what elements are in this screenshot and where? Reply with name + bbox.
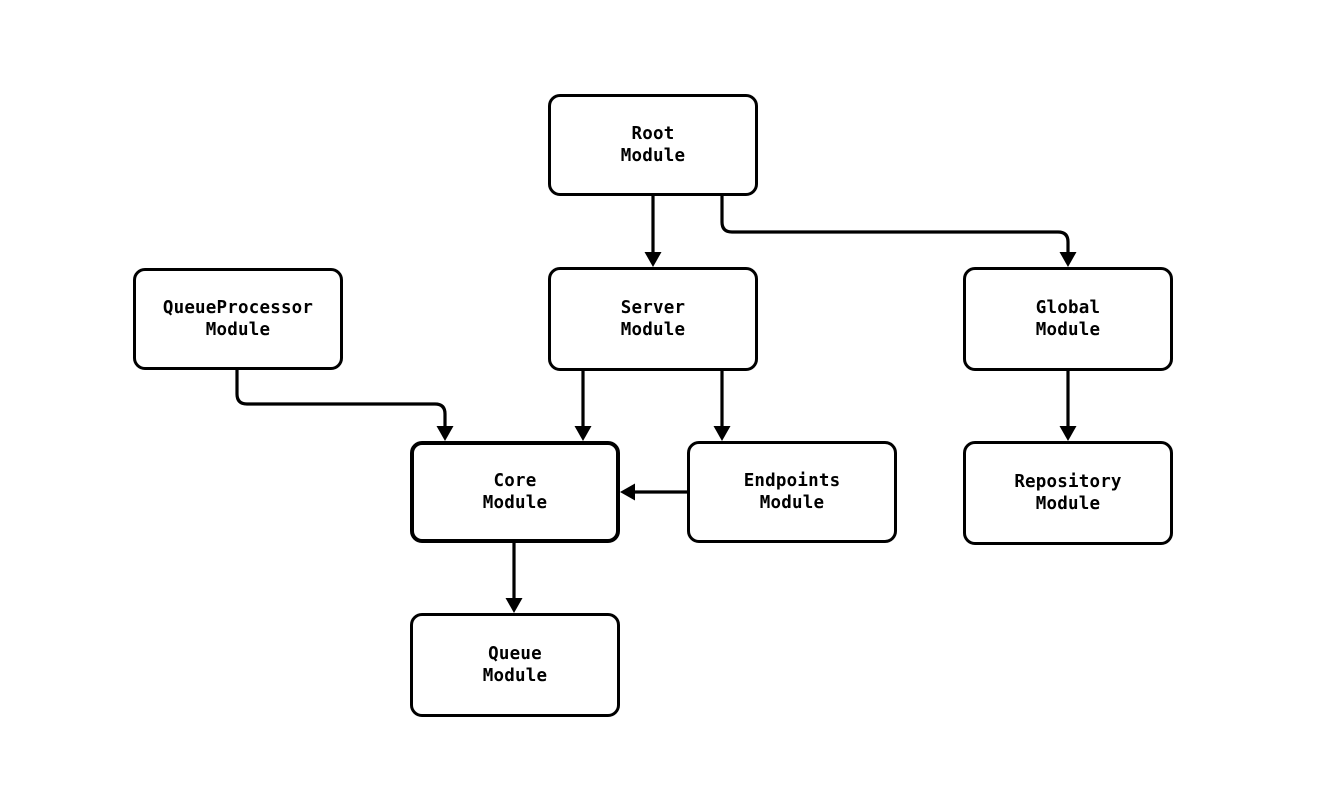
edge-root-to-server — [644, 196, 662, 267]
edge-global-to-repository — [1059, 371, 1077, 441]
edge-queueprocessor-to-core — [235, 370, 454, 441]
node-label-secondary: Module — [620, 320, 686, 340]
edge-endpoints-to-core — [620, 483, 687, 501]
edge-server-to-endpoints — [713, 371, 731, 441]
arrowhead — [620, 483, 635, 501]
node-label-primary: Global — [1035, 298, 1101, 318]
arrowhead — [436, 426, 454, 441]
edge-line — [235, 370, 447, 429]
node-label-primary: Queue — [488, 644, 542, 664]
node-label-secondary: Module — [482, 666, 548, 686]
node-label-secondary: Module — [482, 493, 548, 513]
node-label-primary: Root — [631, 124, 675, 144]
node-label-primary: Core — [493, 471, 537, 491]
arrowhead — [644, 252, 662, 267]
node-label-primary: Repository — [1014, 472, 1122, 492]
arrowhead — [574, 426, 592, 441]
edge-server-to-core — [574, 371, 592, 441]
edge-line — [720, 196, 1070, 255]
edge-core-to-queue — [505, 543, 523, 613]
node-label-secondary: Module — [759, 493, 825, 513]
arrowhead — [1059, 252, 1077, 267]
node-label-secondary: Module — [1035, 494, 1101, 514]
node-label-primary: QueueProcessor — [162, 298, 314, 318]
node-label-secondary: Module — [205, 320, 271, 340]
node-label-secondary: Module — [1035, 320, 1101, 340]
node-label-primary: Server — [620, 298, 686, 318]
arrowhead — [713, 426, 731, 441]
edge-root-to-global — [720, 196, 1077, 267]
node-label-primary: Endpoints — [743, 471, 841, 491]
node-label-secondary: Module — [620, 146, 686, 166]
arrowhead — [1059, 426, 1077, 441]
arrowhead — [505, 598, 523, 613]
